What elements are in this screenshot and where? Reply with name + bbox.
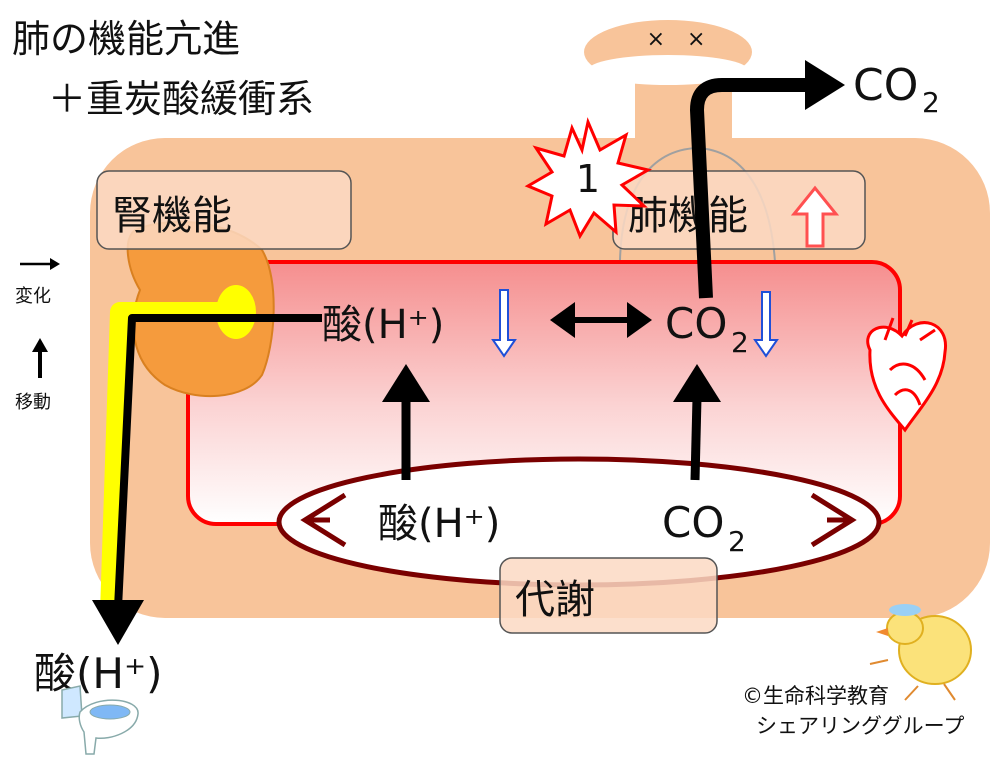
legend-move-arrowhead <box>32 338 48 352</box>
copyright-line2: シェアリンググループ <box>756 714 964 738</box>
title-line1: 肺の機能亢進 <box>12 17 240 61</box>
title-line2: ＋重炭酸緩衝系 <box>48 77 314 121</box>
co2-exhale-arrowhead <box>805 60 845 110</box>
metabolism-right-chevron <box>810 492 857 548</box>
co2-metab-subscript: 2 <box>728 525 746 558</box>
co2-production-arrow <box>690 397 702 481</box>
co2-exhale-arrow <box>690 78 810 299</box>
acid-excretion-arrow <box>114 314 322 609</box>
equilibrium-left-head <box>550 302 575 338</box>
chick-mascot-icon <box>869 604 972 701</box>
co2-blood-subscript: 2 <box>731 326 749 359</box>
kidney-label-box <box>96 170 352 250</box>
equilibrium-right-head <box>627 302 652 338</box>
acid-production-arrowhead <box>382 364 430 402</box>
metabolism-label-box <box>499 557 718 634</box>
toilet-icon <box>61 685 139 755</box>
heart-icon <box>866 317 947 433</box>
legend-change-label: 変化 <box>15 286 51 307</box>
acid-out-label: 酸(H⁺) <box>34 649 163 698</box>
metabolism-label: 代謝 <box>515 577 595 623</box>
lung-up-arrow-icon <box>790 185 840 248</box>
acid-blood-label: 酸(H⁺) <box>322 302 444 348</box>
metabolism-left-chevron <box>300 492 347 548</box>
co2-production-arrowhead <box>673 364 721 402</box>
acid-metab-label: 酸(H⁺) <box>378 501 500 547</box>
legend-move-label: 移動 <box>15 392 51 413</box>
co2-out-label: CO <box>853 60 918 111</box>
kidney-label: 腎機能 <box>112 193 232 239</box>
co2-down-arrow-icon <box>753 291 779 358</box>
lung-label: 肺機能 <box>628 193 748 239</box>
starburst <box>524 117 653 240</box>
co2-out-subscript: 2 <box>922 86 940 119</box>
urine-path-highlight <box>100 302 236 613</box>
co2-metab-label: CO <box>662 498 724 547</box>
mouth-opening <box>588 55 748 85</box>
legend-change-arrowhead <box>50 258 60 270</box>
starburst-number: 1 <box>576 157 600 201</box>
copyright-line1: ©生命科学教育 <box>742 684 889 708</box>
mouth-marks: × × <box>647 27 706 52</box>
acid-excretion-arrowhead <box>92 600 144 645</box>
co2-blood-label: CO <box>665 299 727 348</box>
acid-down-arrow-icon <box>491 289 517 358</box>
